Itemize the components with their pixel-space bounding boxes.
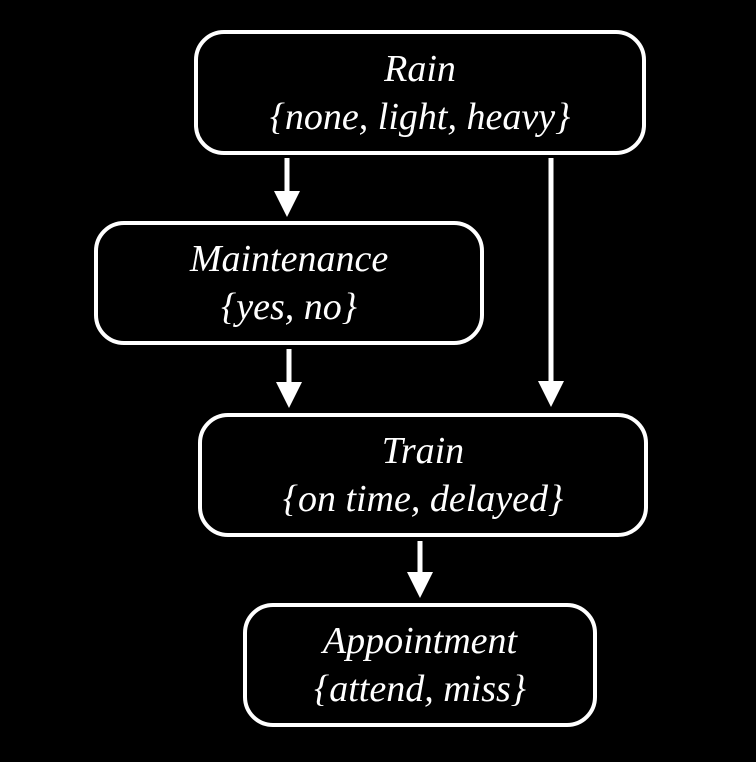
node-train-states: {on time, delayed} xyxy=(282,478,564,520)
node-appointment-label: Appointment xyxy=(322,620,518,662)
node-maintenance: Maintenance {yes, no} xyxy=(94,221,484,345)
edge-rain-to-train xyxy=(538,158,564,407)
node-appointment: Appointment {attend, miss} xyxy=(243,603,597,727)
edge-maintenance-to-train xyxy=(276,349,302,408)
node-rain-states: {none, light, heavy} xyxy=(269,95,571,138)
node-rain-label: Rain xyxy=(384,47,456,90)
node-maintenance-states: {yes, no} xyxy=(221,286,357,328)
edge-train-to-appointment xyxy=(407,541,433,598)
node-appointment-states: {attend, miss} xyxy=(314,668,526,710)
node-train: Train {on time, delayed} xyxy=(198,413,648,537)
edge-rain-to-maintenance xyxy=(274,158,300,217)
node-rain: Rain {none, light, heavy} xyxy=(194,30,646,155)
node-train-label: Train xyxy=(381,430,465,472)
node-maintenance-label: Maintenance xyxy=(189,238,389,280)
